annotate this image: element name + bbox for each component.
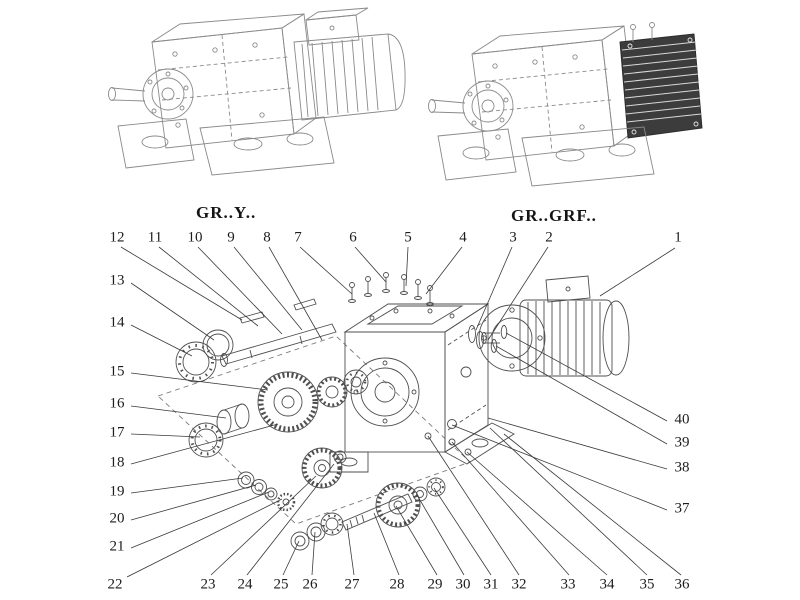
callout-11: 11 [147, 229, 163, 246]
callout-22: 22 [107, 576, 123, 593]
callout-12: 12 [109, 229, 125, 246]
finned-cover-block [619, 33, 703, 139]
callout-20: 20 [109, 510, 125, 527]
callout-24: 24 [237, 576, 253, 593]
callout-23: 23 [200, 576, 216, 593]
callout-8: 8 [263, 229, 271, 246]
callout-3: 3 [509, 229, 517, 246]
callout-25: 25 [273, 576, 289, 593]
callout-40: 40 [674, 411, 690, 428]
callout-19: 19 [109, 483, 125, 500]
callout-7: 7 [294, 229, 302, 246]
motor-drawing [468, 275, 630, 377]
callout-36: 36 [674, 576, 690, 593]
callout-5: 5 [404, 229, 412, 246]
callout-32: 32 [511, 576, 527, 593]
callout-10: 10 [187, 229, 203, 246]
callout-4: 4 [459, 229, 467, 246]
intermediate-gear-drawing [301, 447, 347, 489]
callout-29: 29 [427, 576, 443, 593]
large-gear-drawing [257, 369, 369, 433]
gr-grf-assembled-drawing [428, 22, 703, 187]
callout-38: 38 [674, 459, 690, 476]
leader-lines [120, 246, 682, 578]
callout-37: 37 [674, 500, 690, 517]
seal-and-bearing-drawing [175, 329, 234, 383]
callout-21: 21 [109, 538, 125, 555]
callout-2: 2 [545, 229, 553, 246]
callout-39: 39 [674, 434, 690, 451]
callout-15: 15 [109, 363, 125, 380]
callout-6: 6 [349, 229, 357, 246]
spacer-and-bearing-drawing [188, 403, 250, 458]
callout-33: 33 [560, 576, 576, 593]
housing-drawing [329, 303, 515, 473]
view-label-gr-grf: GR..GRF.. [511, 206, 597, 225]
callout-27: 27 [344, 576, 360, 593]
callout-9: 9 [227, 229, 235, 246]
callout-16: 16 [109, 395, 125, 412]
input-shaft-drawing [220, 298, 337, 367]
callout-18: 18 [109, 454, 125, 471]
output-shaft-drawing [290, 477, 446, 551]
housing-bolts-drawing [348, 272, 434, 306]
gr-y-assembled-drawing [108, 7, 406, 176]
callout-1: 1 [674, 229, 682, 246]
callout-31: 31 [483, 576, 499, 593]
callout-30: 30 [455, 576, 471, 593]
exploded-view-drawing [157, 272, 630, 551]
callout-35: 35 [639, 576, 655, 593]
callout-34: 34 [599, 576, 615, 593]
callout-13: 13 [109, 272, 125, 289]
callout-28: 28 [389, 576, 405, 593]
callout-17: 17 [109, 424, 125, 441]
callout-26: 26 [302, 576, 318, 593]
view-label-gr-y: GR..Y.. [196, 203, 257, 222]
callout-14: 14 [109, 314, 125, 331]
